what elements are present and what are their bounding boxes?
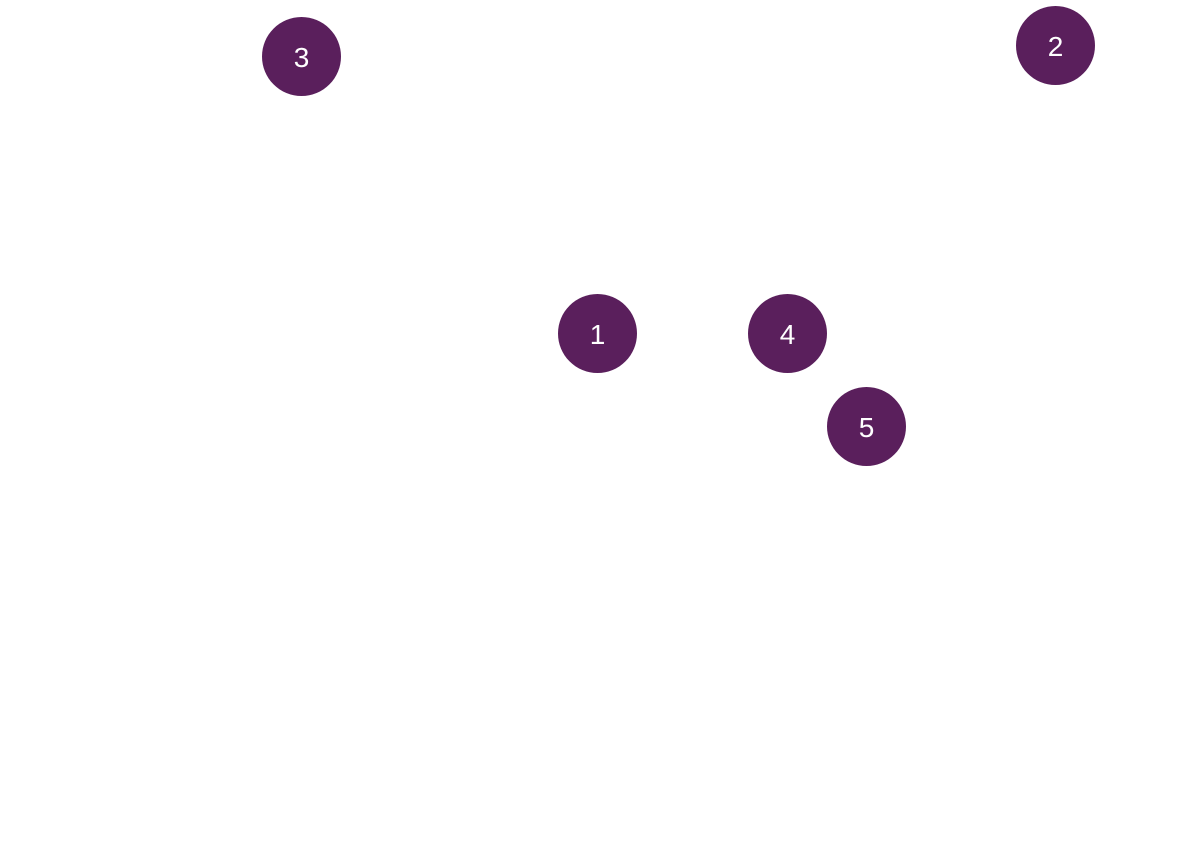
marker-5-label: 5: [858, 411, 875, 443]
marker-3-label: 3: [293, 41, 310, 73]
marker-4-label: 4: [779, 318, 796, 350]
marker-1[interactable]: 1: [558, 294, 637, 373]
marker-5[interactable]: 5: [827, 387, 906, 466]
marker-1-label: 1: [589, 318, 606, 350]
marker-2-label: 2: [1047, 30, 1064, 62]
marker-2[interactable]: 2: [1016, 6, 1095, 85]
marker-3[interactable]: 3: [262, 17, 341, 96]
marker-4[interactable]: 4: [748, 294, 827, 373]
